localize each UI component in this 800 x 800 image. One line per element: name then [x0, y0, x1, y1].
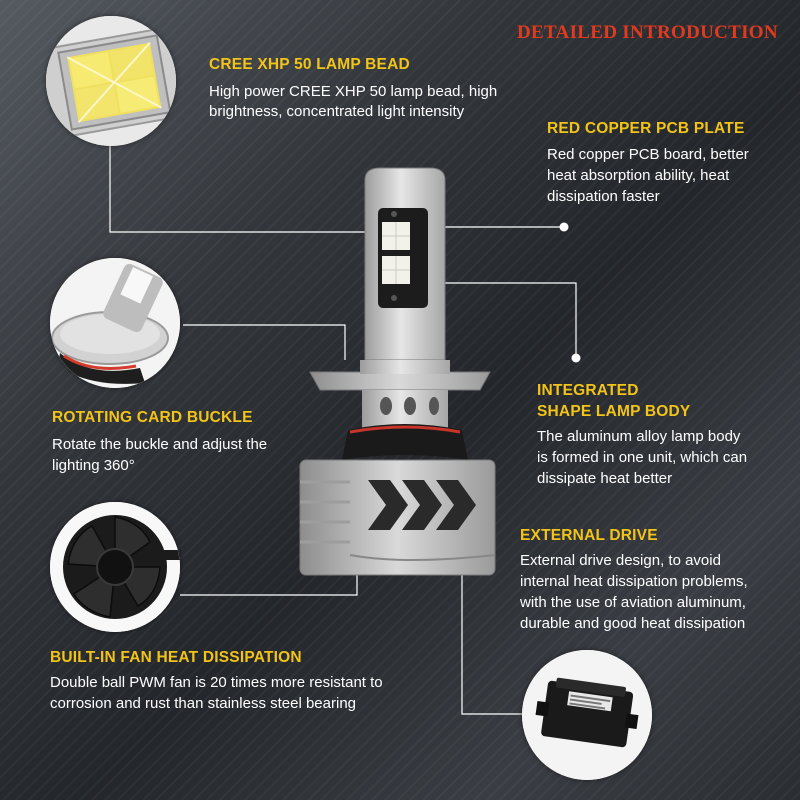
lamp-body-title-line-2: SHAPE LAMP BODY	[537, 403, 691, 420]
external-drive-desc-line-1: External drive design, to avoid	[520, 552, 721, 569]
lamp-bead-title: CREE XHP 50 LAMP BEAD	[209, 56, 410, 73]
fan-title: BUILT-IN FAN HEAT DISSIPATION	[50, 649, 302, 666]
card-buckle-desc-line-1: Rotate the buckle and adjust the	[52, 436, 268, 453]
fan-desc-line-2: corrosion and rust than stainless steel …	[50, 695, 357, 712]
led-chip-icon	[46, 16, 176, 146]
lamp-bead-circle	[46, 16, 176, 146]
pcb-plate-desc-line-1: Red copper PCB board, better	[547, 146, 749, 163]
fan-desc-line-1: Double ball PWM fan is 20 times more res…	[50, 674, 383, 691]
lamp-bead-desc-line-2: brightness, concentrated light intensity	[209, 103, 465, 120]
card-buckle-title: ROTATING CARD BUCKLE	[52, 409, 253, 426]
external-drive-desc-line-3: with the use of aviation aluminum,	[520, 594, 746, 611]
pcb-plate-desc-line-2: heat absorption ability, heat	[547, 167, 730, 184]
card-buckle-circle	[50, 258, 180, 388]
fan-circle	[50, 502, 180, 632]
connector-dot-pcb	[559, 222, 569, 232]
lamp-bead-desc-line-1: High power CREE XHP 50 lamp bead, high	[209, 83, 498, 100]
lamp-body-desc-line-3: dissipate heat better	[537, 470, 673, 487]
rotating-buckle-icon	[50, 258, 180, 388]
external-drive-circle	[522, 650, 652, 780]
lamp-body-desc-line-2: is formed in one unit, which can	[537, 449, 748, 466]
external-drive-desc-line-2: internal heat dissipation problems,	[520, 573, 748, 590]
connector-dot-body	[571, 353, 581, 363]
lamp-body-title-line-1: INTEGRATED	[537, 382, 639, 399]
rotating-buckle-flange	[309, 371, 491, 391]
card-buckle-desc-line-2: lighting 360°	[52, 457, 135, 474]
fan-icon	[50, 502, 180, 632]
lamp-body-desc-line-1: The aluminum alloy lamp body	[537, 428, 741, 445]
external-drive-desc-line-4: durable and good heat dissipation	[520, 615, 746, 632]
led-bulb-illustration	[299, 167, 496, 576]
pcb-plate-title: RED COPPER PCB PLATE	[547, 120, 745, 137]
driver-box-icon	[522, 650, 652, 780]
external-drive-title: EXTERNAL DRIVE	[520, 527, 658, 544]
pcb-plate-desc-line-3: dissipation faster	[547, 188, 660, 205]
page-title: DETAILED INTRODUCTION	[517, 22, 778, 43]
